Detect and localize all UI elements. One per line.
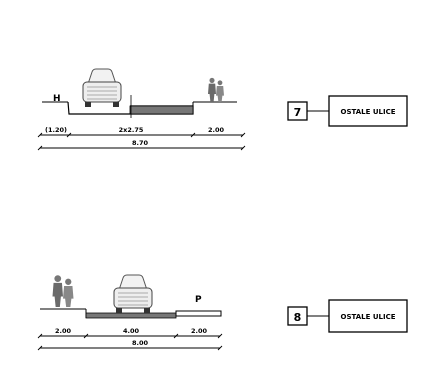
section-number: 8 xyxy=(294,311,302,324)
road-asphalt xyxy=(85,312,177,319)
dimension-label: 2.00 xyxy=(55,327,72,335)
dimension-line-total xyxy=(37,145,246,151)
cross-section-7: H (1.20) 2x2.75 2.00 8.70 xyxy=(37,68,408,151)
street-type-box xyxy=(328,299,408,333)
road-asphalt-right xyxy=(129,105,194,115)
section-side-label: H xyxy=(53,94,61,104)
pedestrian-icon xyxy=(208,77,224,102)
dimension-line-row-1 xyxy=(37,333,223,339)
dimension-label: (1.20) xyxy=(45,126,67,134)
total-width-label: 8.00 xyxy=(132,339,149,347)
dimension-label: 2.00 xyxy=(191,327,208,335)
street-type-label: OSTALE ULICE xyxy=(341,108,396,116)
dimension-line-row-1 xyxy=(37,132,246,138)
section-side-label: P xyxy=(195,295,202,305)
car-icon xyxy=(82,68,122,108)
total-width-label: 8.70 xyxy=(132,139,149,147)
dimension-label: 4.00 xyxy=(123,327,140,335)
dimension-line-total xyxy=(37,345,223,351)
street-type-label: OSTALE ULICE xyxy=(341,313,396,321)
section-number: 7 xyxy=(294,106,302,119)
dimension-label: 2.00 xyxy=(208,126,225,134)
street-type-box xyxy=(328,95,408,127)
car-icon xyxy=(113,274,153,314)
dimension-label: 2x2.75 xyxy=(119,126,144,134)
pedestrian-icon xyxy=(52,275,74,307)
parking-strip xyxy=(175,310,222,317)
cross-section-8: P 2.00 4.00 2.00 8.00 8 OSTALE ULICE xyxy=(37,274,408,351)
